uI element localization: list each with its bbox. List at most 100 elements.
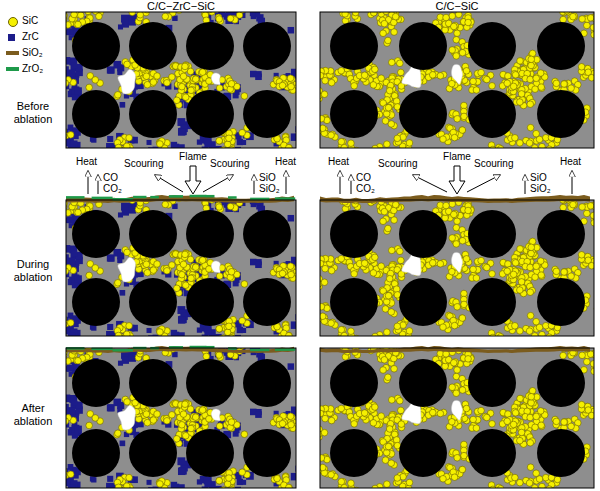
zrc-particle (204, 328, 211, 335)
sic-particle (169, 412, 176, 419)
sic-particle (285, 332, 292, 336)
carbon-fiber (186, 359, 234, 407)
sic-particle (286, 332, 293, 336)
zrc-particle (71, 400, 77, 406)
sic-particle (199, 69, 206, 76)
carbon-fiber (537, 90, 585, 138)
zirconia-layer (66, 196, 84, 199)
zrc-particle (178, 468, 184, 474)
sic-particle (517, 99, 524, 106)
sic-particle (517, 140, 524, 147)
sic-particle (115, 430, 122, 437)
zrc-particle (66, 57, 70, 65)
sic-particle (385, 104, 392, 111)
sic-particle (406, 140, 413, 147)
zrc-particle (120, 441, 126, 447)
sic-particle (228, 80, 235, 87)
sic-particle (385, 105, 392, 112)
zrc-particle (177, 457, 185, 465)
zrc-particle (74, 426, 82, 434)
sic-particle (396, 60, 403, 67)
sic-particle (450, 23, 457, 30)
sic-particle (228, 268, 235, 275)
sic-particle (437, 72, 444, 79)
zrc-particle (178, 316, 185, 323)
sic-particle (173, 97, 180, 104)
sic-particle (470, 78, 477, 85)
carbon-fiber (186, 22, 234, 70)
sic-particle (192, 76, 199, 83)
zirconia-layer (250, 349, 269, 352)
sic-particle (182, 401, 189, 408)
zrc-particle (107, 67, 114, 74)
sic-particle (285, 144, 292, 148)
zirconia-layer (133, 196, 146, 199)
sic-particle (449, 80, 456, 87)
carbon-fiber (330, 22, 378, 70)
sic-particle (193, 413, 200, 420)
sic-particle (182, 94, 189, 101)
zrc-particle (66, 245, 70, 253)
zrc-particle (255, 261, 262, 268)
composite-panel (311, 3, 600, 157)
sic-particle (124, 61, 131, 68)
sic-particle (206, 416, 213, 423)
sic-particle (124, 249, 131, 256)
sic-particle (584, 22, 591, 29)
pore (211, 409, 220, 421)
zrc-particle (117, 70, 122, 75)
zrc-particle (178, 468, 185, 475)
sic-particle (193, 263, 200, 270)
sic-particle (429, 72, 436, 79)
sic-particle (71, 12, 78, 18)
panel-content (66, 12, 296, 148)
sic-particle (528, 62, 535, 69)
carbon-fiber (129, 22, 177, 70)
sic-particle (361, 72, 368, 79)
sic-particle (286, 144, 293, 148)
zrc-particle (204, 140, 211, 147)
sic-particle (150, 79, 157, 86)
sic-particle (115, 144, 122, 148)
zrc-particle (241, 480, 246, 485)
sic-particle (451, 134, 458, 141)
sic-particle (126, 474, 133, 481)
panel-border (66, 348, 296, 488)
pore (452, 64, 463, 84)
sic-particle (394, 135, 401, 142)
carbon-fiber (186, 210, 234, 258)
zirconia-layer (92, 197, 113, 200)
zrc-particle (178, 317, 184, 323)
sic-particle (162, 201, 169, 208)
zrc-particle (147, 328, 152, 333)
sic-particle (392, 13, 399, 20)
sic-particle (86, 272, 93, 279)
sic-particle (66, 210, 71, 217)
sic-particle (539, 143, 546, 148)
carbon-fiber (243, 278, 291, 326)
zrc-particle (291, 473, 296, 480)
sic-particle (154, 73, 161, 80)
zrc-particle (288, 27, 295, 34)
sic-particle (92, 77, 99, 84)
zrc-particle (118, 212, 123, 217)
zrc-particle (91, 477, 96, 482)
matrix-ground (320, 200, 594, 336)
sic-particle (320, 72, 324, 79)
zrc-particle (171, 142, 177, 148)
sic-particle (173, 285, 180, 292)
sic-particle (182, 63, 189, 70)
sic-particle (216, 204, 223, 211)
sic-particle (454, 116, 461, 123)
zrc-particle (241, 140, 246, 145)
sic-particle (92, 265, 99, 272)
zrc-particle (72, 432, 78, 438)
zrc-particle (291, 321, 296, 328)
sic-particle (226, 323, 233, 330)
sic-particle (188, 425, 195, 432)
sic-particle (75, 357, 82, 364)
sic-particle (279, 82, 286, 89)
sic-particle (216, 325, 223, 332)
sic-particle (239, 129, 246, 136)
sic-particle (287, 263, 294, 270)
